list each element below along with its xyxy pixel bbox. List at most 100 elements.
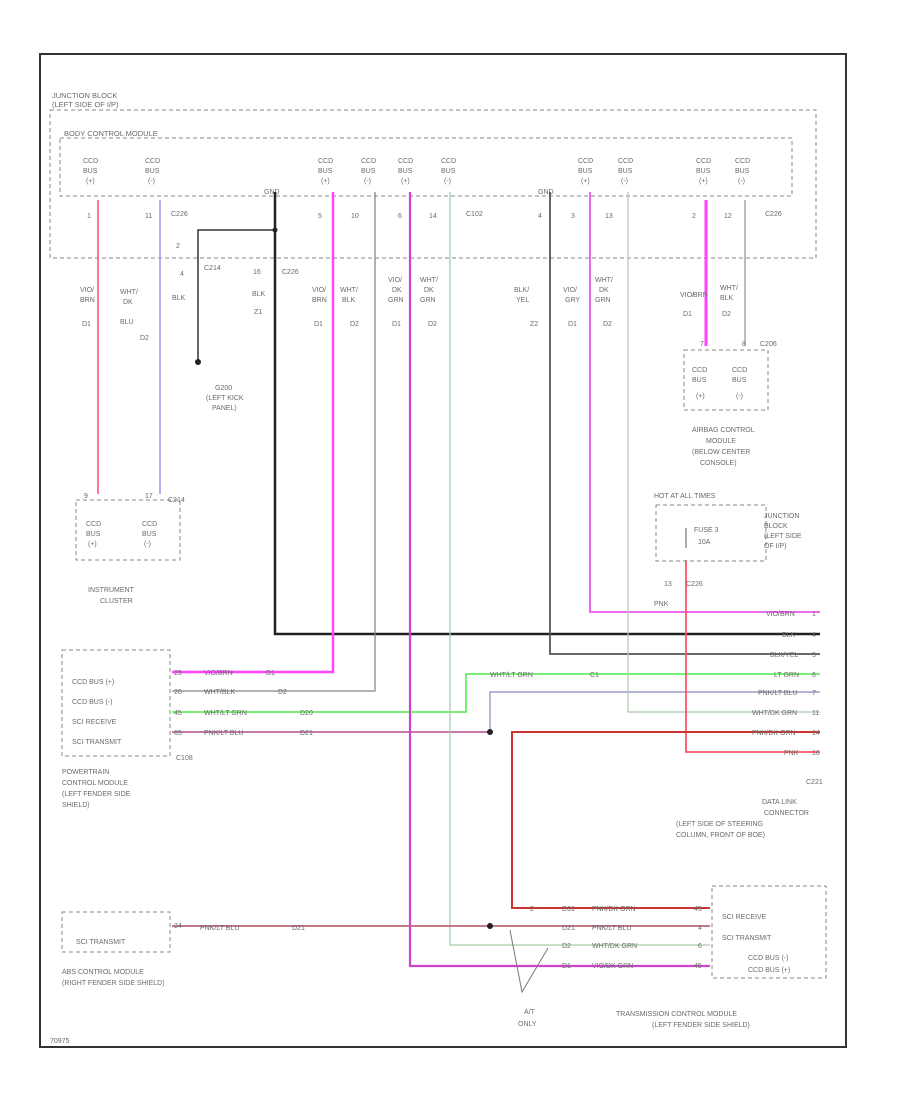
top-wire-labels: VIO/ BRN D1 WHT/ DK BLU D2 2 4 C214 BLK …: [80, 243, 738, 342]
dlc-row-4-wire: LT GRN: [774, 672, 799, 679]
pcm-pin-3: 45: [174, 710, 182, 717]
dlc-name-3: (LEFT SIDE OF STEERING: [676, 821, 763, 828]
bcm-pin-9-bot: (+): [581, 178, 590, 185]
bcm-pin-4-bot: (+): [321, 178, 330, 185]
wire-pnk-dkgrn: [511, 731, 820, 909]
dlc-row-5-wire: PNK/LT BLU: [758, 690, 797, 697]
bcm-pin-7-mid: BUS: [441, 168, 456, 175]
abs-name-2: (RIGHT FENDER SIDE SHIELD): [62, 980, 165, 987]
bcm-pin-2-bot: (-): [148, 178, 155, 185]
w12-b: BRN: [693, 292, 708, 299]
dlc-row-6-wire: WHT/DK GRN: [752, 710, 797, 717]
w9-c: Z2: [530, 321, 538, 328]
fuse-name: FUSE 3: [694, 527, 719, 534]
fuse-hot: HOT AT ALL TIMES: [654, 493, 716, 500]
bcm-conn-left: C226: [171, 211, 188, 218]
airbag-p1-top: CCD: [692, 367, 707, 374]
dlc-name-1: DATA LINK: [762, 799, 797, 806]
bcm-pin-11-mid: BUS: [696, 168, 711, 175]
bcm-conn-right: C226: [765, 211, 782, 218]
w1-b: BRN: [80, 297, 95, 304]
pcm-circ-3: D20: [300, 710, 313, 717]
abs-pin: 24: [174, 923, 182, 930]
wire-wht-ltgrn-pcm: [172, 673, 820, 713]
splice-dot: [272, 227, 278, 233]
cluster-conn: C214: [168, 497, 185, 504]
cluster-name-1: INSTRUMENT: [88, 587, 135, 594]
pcm-circ-4: D21: [300, 730, 313, 737]
w13-b: BLK: [720, 295, 734, 302]
w5-a: VIO/: [312, 287, 326, 294]
wire-wht-dkgrn-tcm: [449, 192, 710, 946]
airbag-p1-mid: BUS: [692, 377, 707, 384]
cluster-p1-mid: BUS: [86, 531, 101, 538]
bcm-pin-6-bot: (+): [401, 178, 410, 185]
bcm-pinnum-6: 6: [398, 213, 402, 220]
w7-b: DK: [392, 287, 402, 294]
diagram-frame: [39, 53, 847, 1048]
dlc-row-8-pin: 16: [812, 750, 820, 757]
w3-a: BLK: [172, 295, 186, 302]
pcm-wire-4: PNK/LT BLU: [204, 730, 243, 737]
dlc-rows: VIO/BRN 1 BLK 4 BLK/YEL 5 LT GRN 6 PNK/L…: [752, 611, 820, 757]
g200-id: G200: [215, 385, 232, 392]
dlc-row-5-pin: 7: [812, 690, 816, 697]
bcm-conn-mid: C102: [466, 211, 483, 218]
bcm-pin-4-mid: BUS: [318, 168, 333, 175]
pcm-name-3: (LEFT FENDER SIDE: [62, 791, 131, 798]
w10-b: GRY: [565, 297, 580, 304]
jb-name-1: JUNCTION: [764, 513, 799, 520]
tcm-box: [711, 885, 827, 979]
w13-c: D2: [722, 311, 731, 318]
w12-a: VIO/: [680, 292, 694, 299]
c214-pin: 4: [180, 271, 184, 278]
bcm-pinnum-2: 2: [692, 213, 696, 220]
w2-b: DK: [123, 299, 133, 306]
w11-a: WHT/: [595, 277, 613, 284]
bcm-pinnum-14: 14: [429, 213, 437, 220]
w7-c: GRN: [388, 297, 404, 304]
bcm-pin-2-top: CCD: [145, 158, 160, 165]
airbag-pin-7: 7: [700, 341, 704, 348]
cluster-p2-mid: BUS: [142, 531, 157, 538]
w7-a: VIO/: [388, 277, 402, 284]
w13-a: WHT/: [720, 285, 738, 292]
w6-b: BLK: [342, 297, 356, 304]
bcm-pin-9-top: CCD: [578, 158, 593, 165]
bcm-pin-11-bot: (+): [699, 178, 708, 185]
jb-name-2: BLOCK: [764, 523, 788, 530]
cluster-p2-top: CCD: [142, 521, 157, 528]
bcm-gnd-2: GND: [538, 189, 554, 196]
airbag-name-2: MODULE: [706, 438, 736, 445]
pcm-pin-4: 65: [174, 730, 182, 737]
airbag-pin-8: 8: [742, 341, 746, 348]
tcm-w1-pin: 2: [530, 906, 534, 913]
wire-blk-yel: [549, 192, 820, 655]
w1-a: VIO/: [80, 287, 94, 294]
w6-a: WHT/: [340, 287, 358, 294]
instrument-cluster-box: [75, 499, 181, 561]
dlc-row-7-wire: PNK/DK GRN: [752, 730, 796, 737]
fuse-box: [655, 504, 767, 562]
bcm-pinnum-10: 10: [351, 213, 359, 220]
junction-block-box: [49, 109, 817, 259]
abs-circ: D21: [292, 925, 305, 932]
w1-c: D1: [82, 321, 91, 328]
dlc-name-4: COLUMN, FRONT OF BOE): [676, 832, 765, 839]
w6-c: D2: [350, 321, 359, 328]
fuse-amps: 10A: [698, 539, 711, 546]
dlc-row-3-pin: 5: [812, 652, 816, 659]
dlc-row-6-pin: 11: [812, 710, 819, 717]
dlc-row-4-pin: 6: [812, 672, 816, 679]
airbag-p2-top: CCD: [732, 367, 747, 374]
bcm-gnd-1: GND: [264, 189, 280, 196]
dlc-row-7-pin: 14: [812, 730, 820, 737]
tcm-w1-circ: D31: [562, 906, 575, 913]
wire-wht-dkgrn-dlc: [627, 192, 820, 713]
w5-b: BRN: [312, 297, 327, 304]
w5-c: D1: [314, 321, 323, 328]
bcm-pinnum-1: 1: [87, 213, 91, 220]
w4-c: Z1: [254, 309, 262, 316]
tcm-w4-circ: D1: [562, 963, 571, 970]
cluster-pin-9: 9: [84, 493, 88, 500]
